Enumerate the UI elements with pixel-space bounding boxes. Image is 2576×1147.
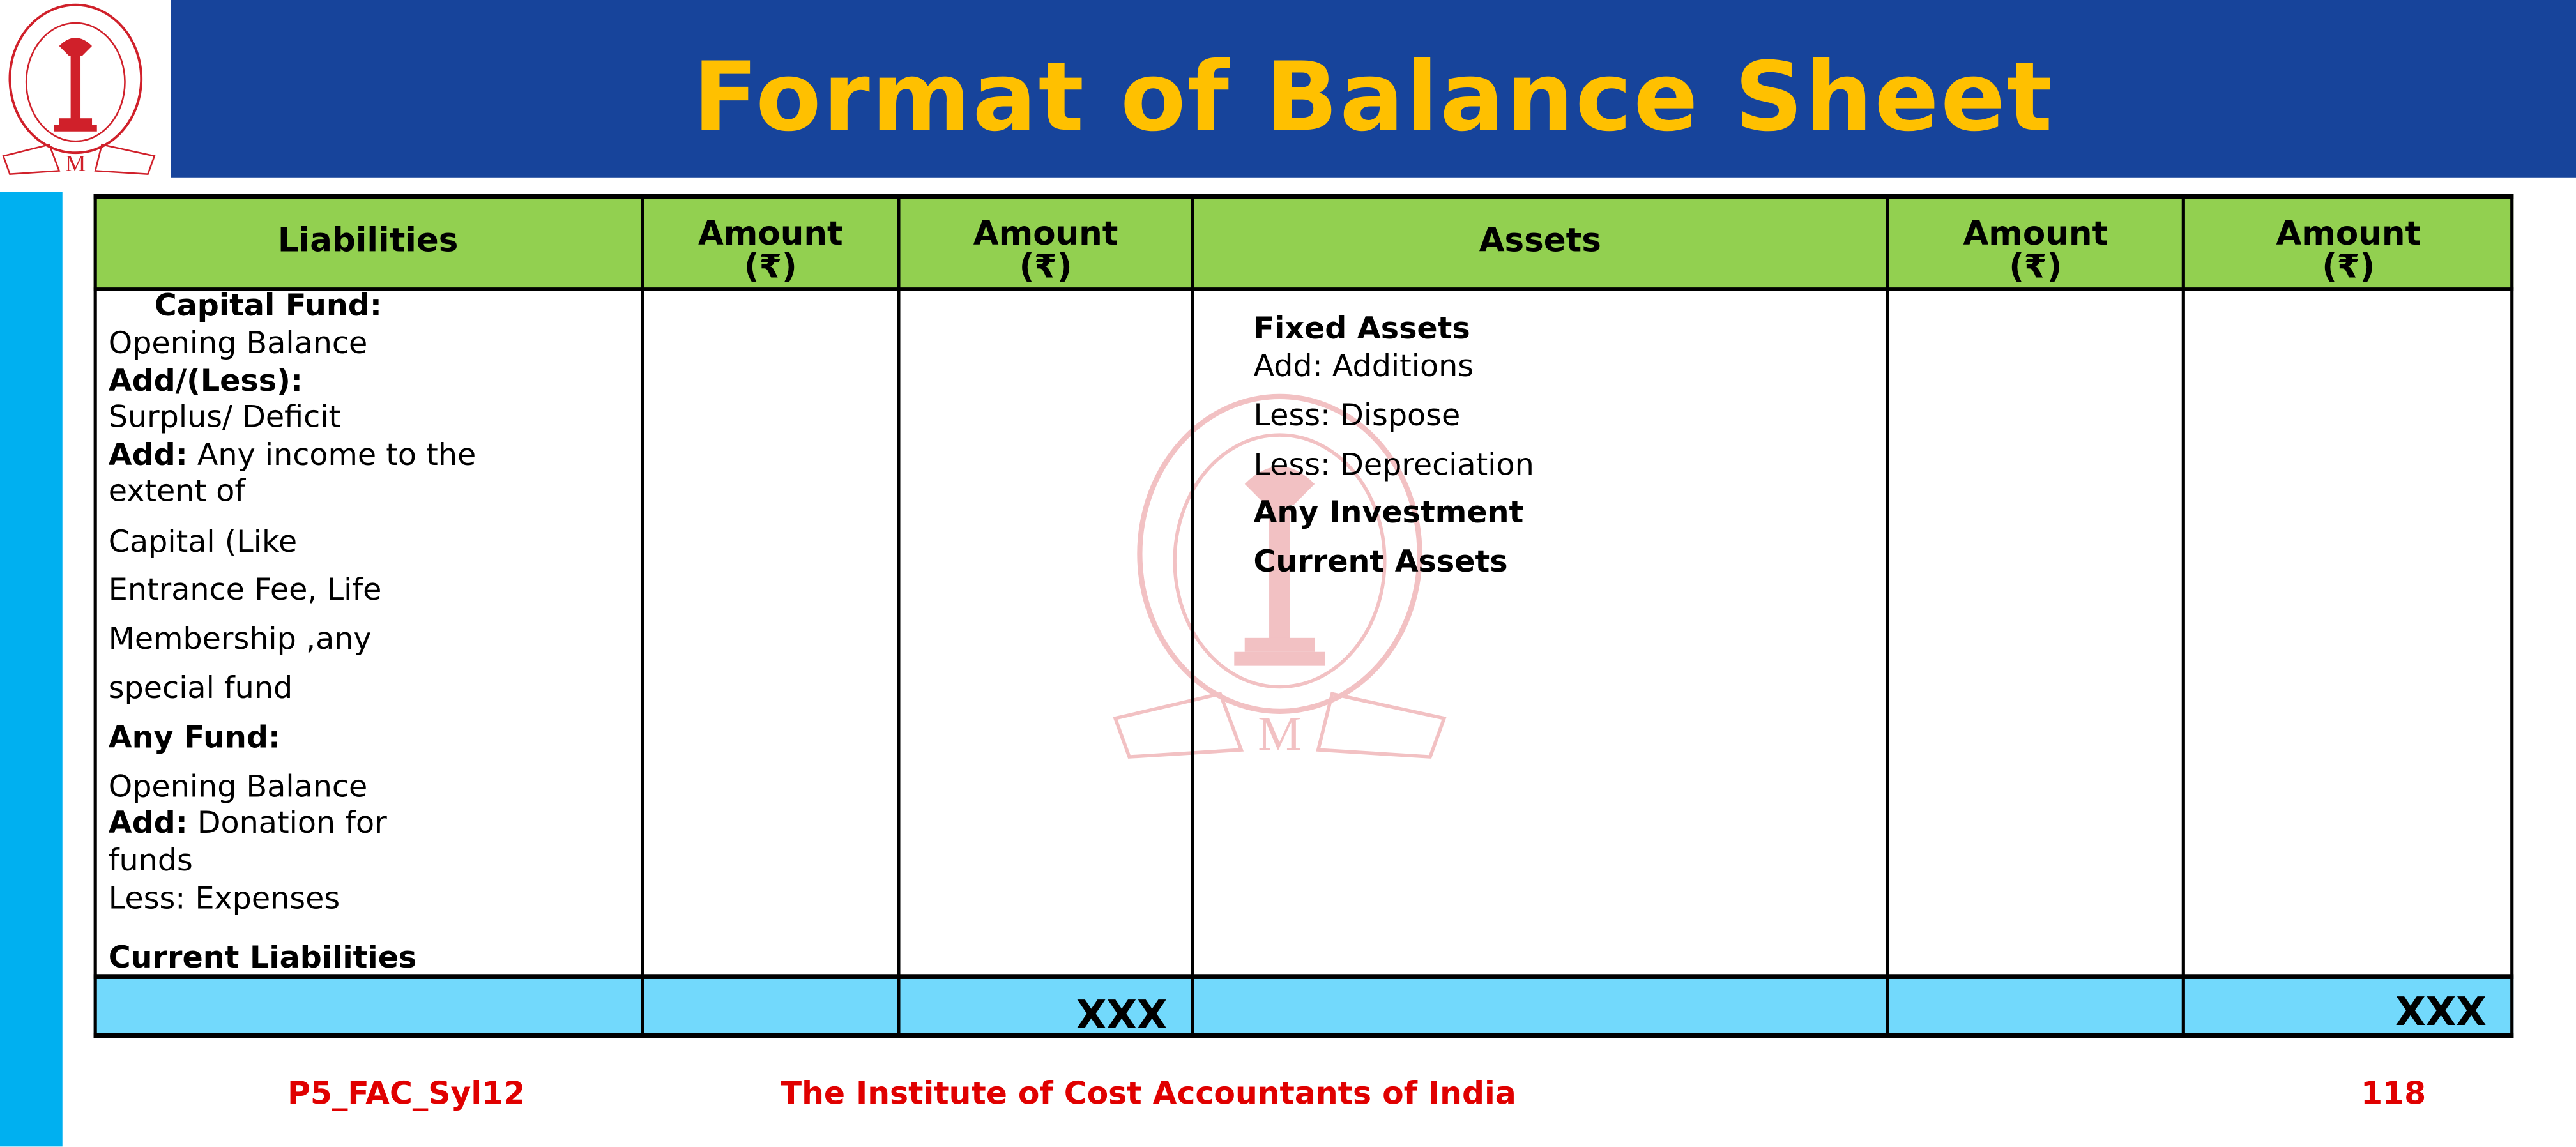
liabilities-line: Less: Expenses <box>109 882 340 916</box>
liabilities-total: XXX <box>1076 992 1168 1038</box>
header-amount-3: Amount(₹) <box>1887 217 2183 283</box>
liabilities-line: Add: Any income to the <box>109 439 476 473</box>
line-bold-text: Current Liabilities <box>108 941 417 976</box>
line-text: extent of <box>108 475 246 510</box>
assets-line: Less: Depreciation <box>1254 448 1534 483</box>
table-border <box>93 194 97 1038</box>
assets-line: Less: Dispose <box>1254 399 1461 434</box>
liabilities-line: extent of <box>109 475 245 509</box>
line-bold-text: Any Investment <box>1253 496 1524 531</box>
liabilities-line: Surplus/ Deficit <box>109 401 340 436</box>
svg-text:M: M <box>1258 706 1301 761</box>
liabilities-line: Any Fund: <box>109 721 280 756</box>
line-text: Opening Balance <box>108 770 368 805</box>
header-assets: Assets <box>1479 220 1601 260</box>
line-text: Any income to the <box>187 438 476 473</box>
line-text: Entrance Fee, Life <box>108 573 382 608</box>
amount-label: Amount <box>697 213 843 254</box>
line-text: funds <box>108 844 193 879</box>
table-border <box>93 194 2514 199</box>
line-text: Donation for <box>187 806 387 841</box>
balance-sheet-table: Liabilities Amount(₹) Amount(₹) Assets A… <box>93 194 2514 1038</box>
svg-text:M: M <box>65 150 86 176</box>
liabilities-line: Opening Balance <box>109 327 368 361</box>
line-bold-text: Current Assets <box>1253 545 1508 580</box>
header-amount-2: Amount(₹) <box>899 217 1193 283</box>
currency-label: (₹) <box>2009 246 2062 286</box>
line-bold-text: Add: <box>108 438 188 473</box>
table-divider <box>93 974 2514 979</box>
table-divider <box>93 287 2514 291</box>
liabilities-line: Capital Fund: <box>155 289 382 324</box>
liabilities-line: Add: Donation for <box>109 807 387 841</box>
table-divider <box>641 194 644 1038</box>
liabilities-line: Current Liabilities <box>109 941 417 976</box>
liabilities-line: Opening Balance <box>109 770 368 805</box>
line-text: Surplus/ Deficit <box>108 400 341 436</box>
amount-label: Amount <box>1963 213 2108 254</box>
line-text: Less: Expenses <box>108 882 340 917</box>
line-text: Less: Dispose <box>1253 399 1461 434</box>
assets-line: Fixed Assets <box>1254 312 1470 347</box>
footer-code: P5_FAC_Syl12 <box>287 1075 526 1113</box>
table-border <box>2510 194 2514 1038</box>
liabilities-line: funds <box>109 844 193 879</box>
line-text: special fund <box>108 671 293 707</box>
line-text: Add: Additions <box>1253 349 1474 384</box>
header-amount-4: Amount(₹) <box>2183 217 2513 283</box>
amount-label: Amount <box>973 213 1118 254</box>
line-bold-text: Capital Fund: <box>154 289 382 324</box>
table-divider <box>897 194 901 1038</box>
page-number: 118 <box>2361 1075 2427 1113</box>
assets-line: Any Investment <box>1254 496 1524 531</box>
line-bold-text: Add: <box>108 806 188 841</box>
table-divider <box>2181 194 2185 1038</box>
line-bold-text: Any Fund: <box>108 721 281 756</box>
assets-line: Add: Additions <box>1254 350 1474 384</box>
liabilities-line: Entrance Fee, Life <box>109 574 382 608</box>
header-amount-1: Amount(₹) <box>643 217 899 283</box>
table-total-row <box>93 975 2514 1038</box>
line-bold-text: Add/(Less): <box>108 365 303 400</box>
table-border <box>93 1033 2514 1038</box>
table-header-row <box>93 194 2514 289</box>
table-divider <box>1886 194 1889 1038</box>
liabilities-line: Capital (Like <box>109 526 297 560</box>
liabilities-line: Membership ,any <box>109 623 372 657</box>
header-liabilities: Liabilities <box>277 220 459 260</box>
line-text: Opening Balance <box>108 326 368 361</box>
assets-line: Current Assets <box>1254 545 1508 580</box>
watermark-logo: M <box>1113 393 1447 761</box>
liabilities-line: Add/(Less): <box>109 365 303 399</box>
side-accent-bar <box>0 192 63 1147</box>
currency-label: (₹) <box>743 246 797 286</box>
line-bold-text: Fixed Assets <box>1253 312 1470 347</box>
footer-institute: The Institute of Cost Accountants of Ind… <box>780 1075 1516 1113</box>
currency-label: (₹) <box>1019 246 1072 286</box>
page-title: Format of Balance Sheet <box>692 41 2054 153</box>
currency-label: (₹) <box>2322 246 2375 286</box>
line-text: Capital (Like <box>108 526 298 561</box>
table-divider <box>1191 194 1194 1038</box>
line-text: Membership ,any <box>108 622 372 657</box>
liabilities-line: special fund <box>109 672 293 706</box>
line-text: Less: Depreciation <box>1253 448 1534 483</box>
assets-total: XXX <box>2395 989 2487 1035</box>
institute-logo: M <box>2 3 156 176</box>
title-bar: Format of Balance Sheet <box>171 0 2576 178</box>
amount-label: Amount <box>2276 213 2421 254</box>
